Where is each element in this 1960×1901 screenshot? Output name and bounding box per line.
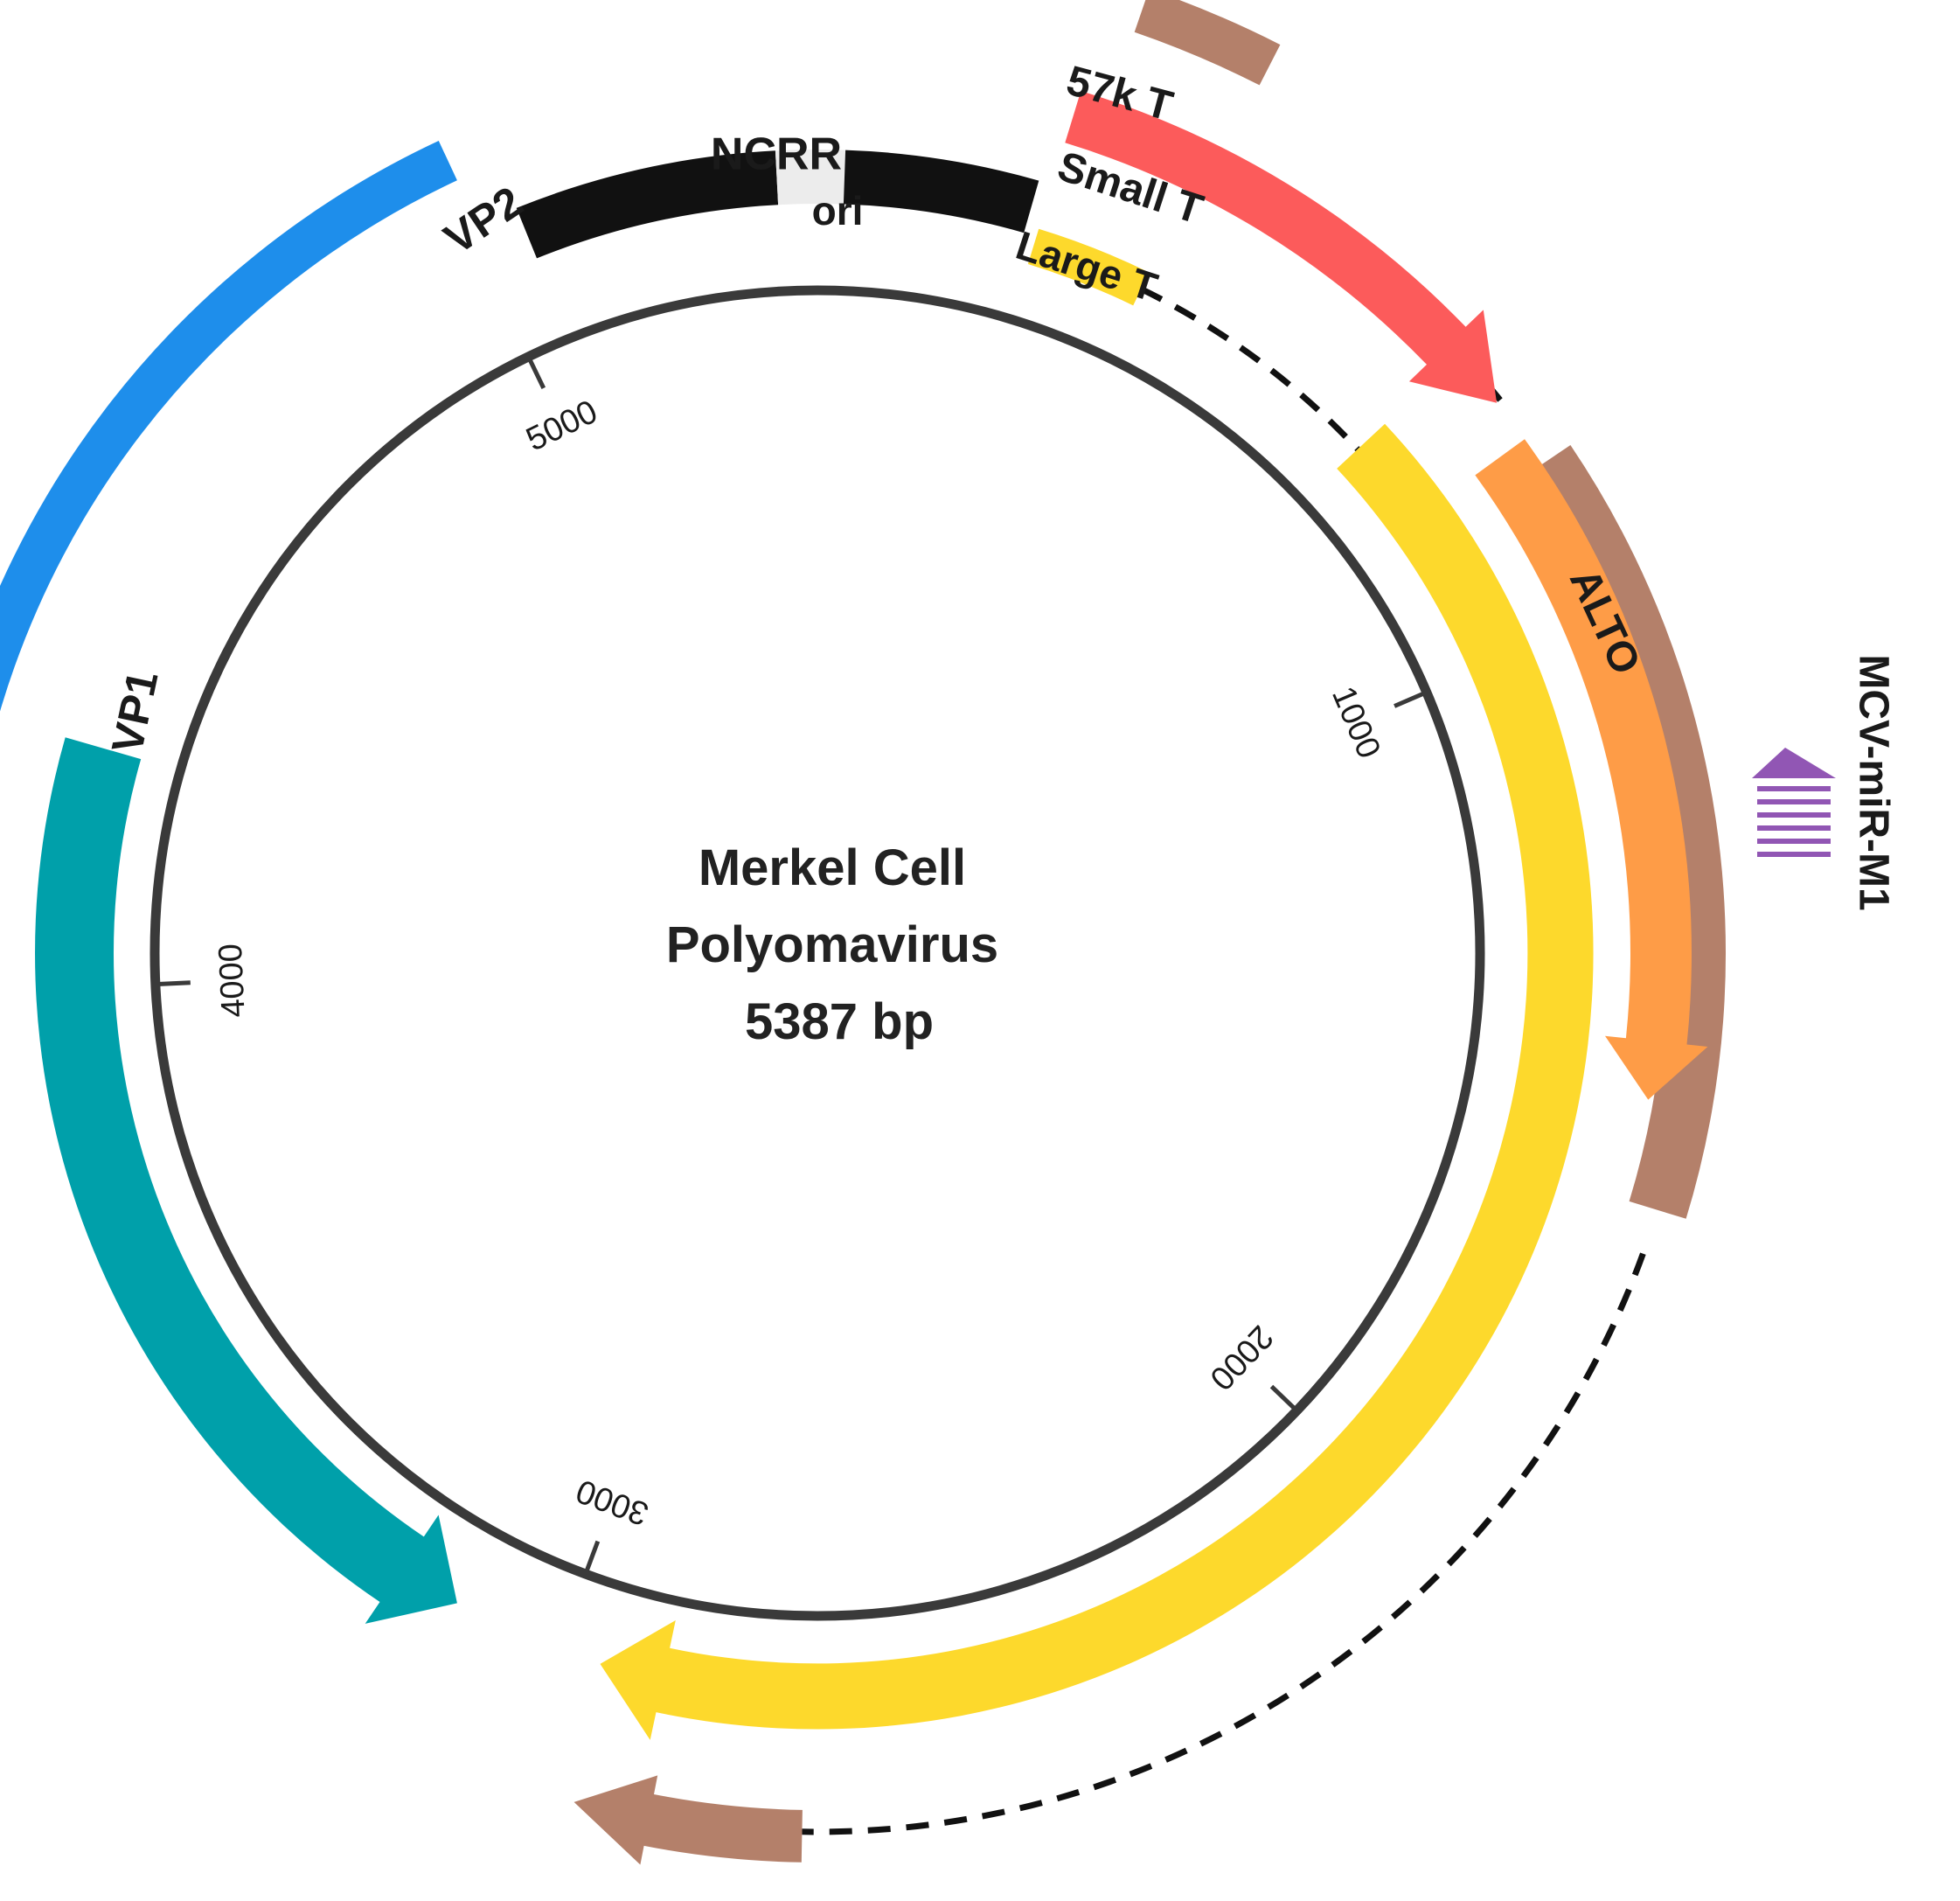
large-t-gene-arrow	[600, 423, 1594, 1740]
genome-name-line1: Merkel Cell	[699, 839, 966, 896]
tick-label-3000: 3000	[572, 1472, 654, 1532]
tick-label-1000: 1000	[1324, 681, 1387, 763]
tick-mark-2000	[1269, 1384, 1299, 1413]
tick-mark-4000	[155, 980, 191, 987]
ncrr-label: NCRR	[711, 129, 842, 180]
vp2-gene-arrow	[0, 141, 457, 712]
small-t-gene-arrow	[1065, 91, 1498, 403]
ori-region	[775, 150, 846, 205]
mcv-mir-m1-label: MCV-miR-M1	[1850, 654, 1896, 910]
ncrr-region-left	[516, 150, 779, 259]
vp2-label: VP2	[435, 177, 532, 263]
tick-label-5000: 5000	[521, 393, 603, 459]
tick-label-2000: 2000	[1202, 1318, 1280, 1396]
tick-mark-5000	[526, 355, 546, 389]
tick-mark-1000	[1394, 690, 1428, 708]
57k-t-exon1-bar	[1134, 0, 1281, 86]
large-t-exon1-bar	[1027, 228, 1150, 306]
ncrr-region-right	[843, 150, 1039, 233]
vp1-gene-arrow	[35, 737, 457, 1624]
large-t-splice-line	[1139, 286, 1360, 452]
mir-arrow-head	[1752, 748, 1836, 778]
tick-label-4000: 4000	[212, 943, 253, 1018]
57k-t-splice-line-lower	[802, 1252, 1646, 1835]
tick-mark-3000	[583, 1540, 601, 1575]
57k-t-exon3-arrow	[573, 1775, 803, 1865]
genome-size-label: 5387 bp	[745, 993, 934, 1050]
vp1-label: VP1	[102, 666, 167, 757]
genome-backbone	[149, 285, 1485, 1621]
large-t-label: Large T	[1011, 222, 1163, 310]
ori-label: ori	[812, 188, 864, 233]
alto-gene-arrow	[1475, 439, 1708, 1100]
genome-name-line2: Polyomavirus	[666, 916, 998, 973]
mcv-mir-m1-glyph	[1752, 748, 1836, 857]
